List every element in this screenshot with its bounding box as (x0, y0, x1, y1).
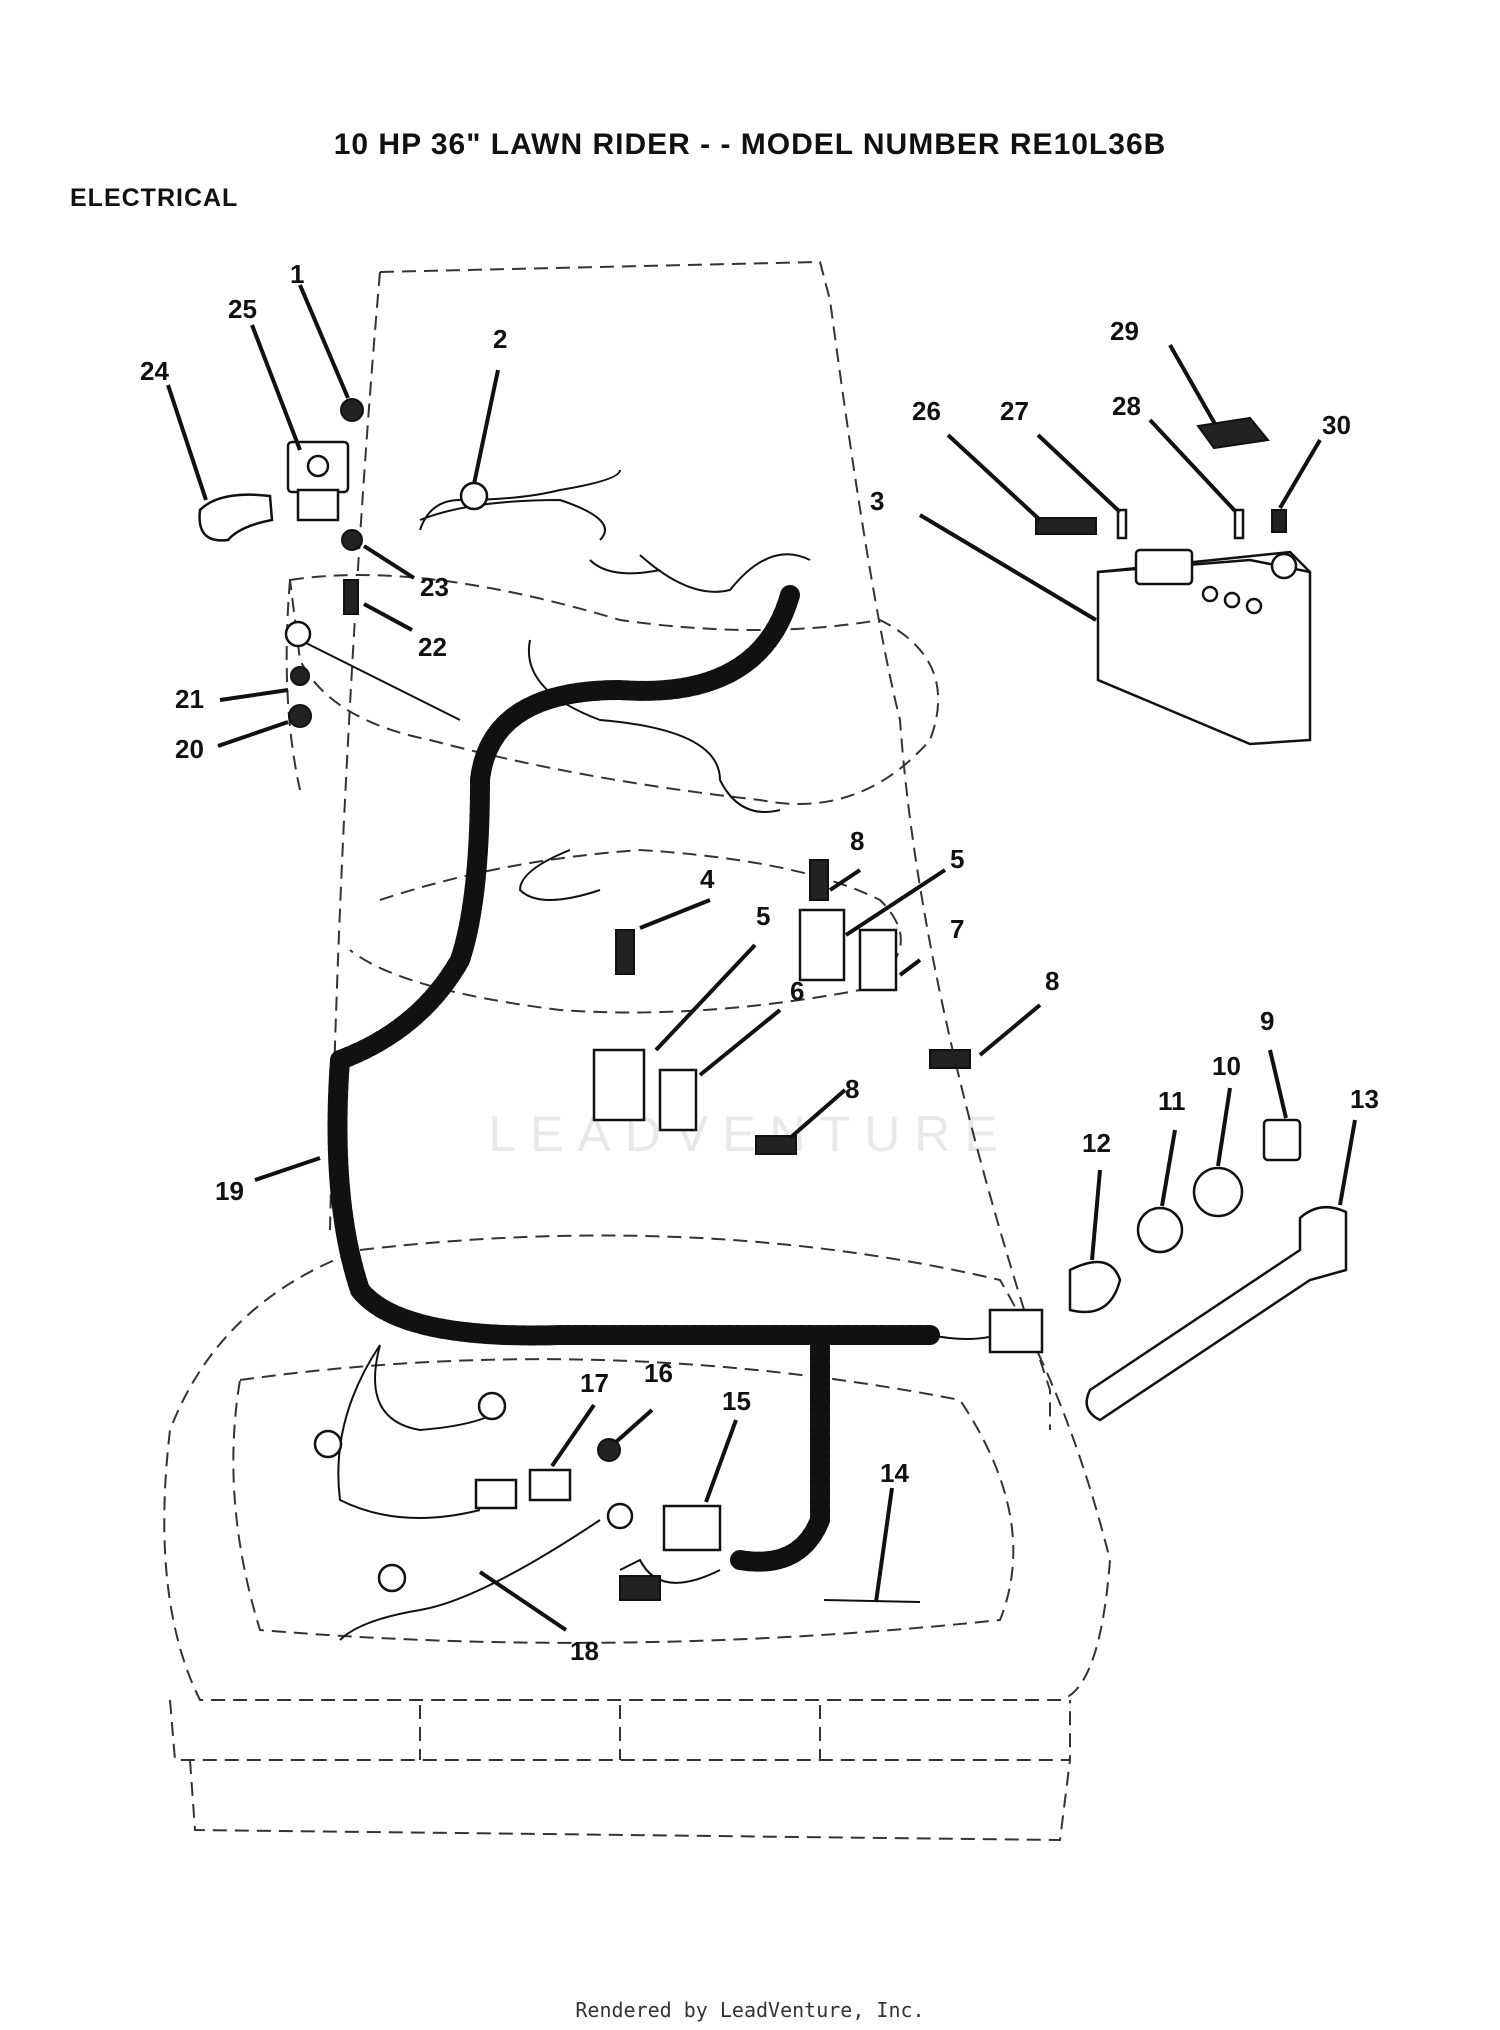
callout-1: 1 (290, 259, 304, 289)
washer-23 (341, 529, 363, 551)
callout-27: 27 (1000, 396, 1029, 426)
wiring-harness-coil (327, 585, 940, 1346)
section-heading: ELECTRICAL (70, 184, 239, 212)
interlock-switches (592, 859, 971, 1155)
mower-body-outline (163, 260, 1112, 1842)
callout-8b: 8 (1045, 966, 1059, 996)
callout-5a: 5 (756, 901, 770, 931)
callout-19: 19 (215, 1176, 244, 1206)
boot-24 (198, 493, 274, 542)
callout-3: 3 (870, 486, 884, 516)
footer-credit: Rendered by LeadVenture, Inc. (575, 1998, 925, 2022)
callout-11: 11 (1158, 1086, 1186, 1116)
callout-30: 30 (1322, 410, 1351, 440)
callout-15: 15 (722, 1386, 751, 1416)
callout-8a: 8 (850, 826, 864, 856)
battery-3 (1096, 548, 1312, 746)
lower-components-14-18 (313, 1391, 921, 1603)
callout-6: 6 (790, 976, 804, 1006)
bolt-22 (343, 579, 359, 615)
callout-23: 23 (420, 572, 449, 602)
solenoid-25 (286, 440, 350, 522)
callout-22: 22 (418, 632, 447, 662)
diagram-title: 10 HP 36" LAWN RIDER - - MODEL NUMBER RE… (333, 128, 1167, 161)
ring-terminal-2 (419, 469, 621, 531)
callout-21: 21 (175, 684, 204, 714)
callout-17: 17 (580, 1368, 609, 1398)
callout-18: 18 (570, 1636, 599, 1666)
callout-13: 13 (1350, 1084, 1379, 1114)
callout-2: 2 (493, 324, 507, 354)
callout-29: 29 (1110, 316, 1139, 346)
callout-7: 7 (950, 914, 964, 944)
callout-16: 16 (644, 1358, 673, 1388)
callout-28: 28 (1112, 391, 1141, 421)
callout-8c: 8 (845, 1074, 859, 1104)
nut-1 (340, 398, 364, 422)
callout-12: 12 (1082, 1128, 1111, 1158)
callout-labels: 1 2 3 4 5 5 6 7 8 8 8 9 10 11 12 13 14 1… (140, 259, 1379, 1666)
leader-lines (166, 284, 1357, 1632)
callout-25: 25 (228, 294, 257, 324)
callout-4: 4 (700, 864, 715, 894)
callout-14: 14 (880, 1458, 909, 1488)
ignition-parts-9-13 (988, 1118, 1348, 1422)
callout-10: 10 (1212, 1051, 1241, 1081)
wiring-harness-drop (730, 1335, 830, 1572)
watermark: LEADVENTURE (488, 1106, 1012, 1162)
callout-9: 9 (1260, 1006, 1274, 1036)
callout-5b: 5 (950, 844, 964, 874)
callout-26: 26 (912, 396, 941, 426)
battery-hardware-26-30 (1035, 416, 1287, 540)
ring-terminal-20-21 (284, 620, 312, 728)
callout-24: 24 (140, 356, 169, 386)
harness-wires (299, 498, 1011, 1641)
callout-20: 20 (175, 734, 204, 764)
